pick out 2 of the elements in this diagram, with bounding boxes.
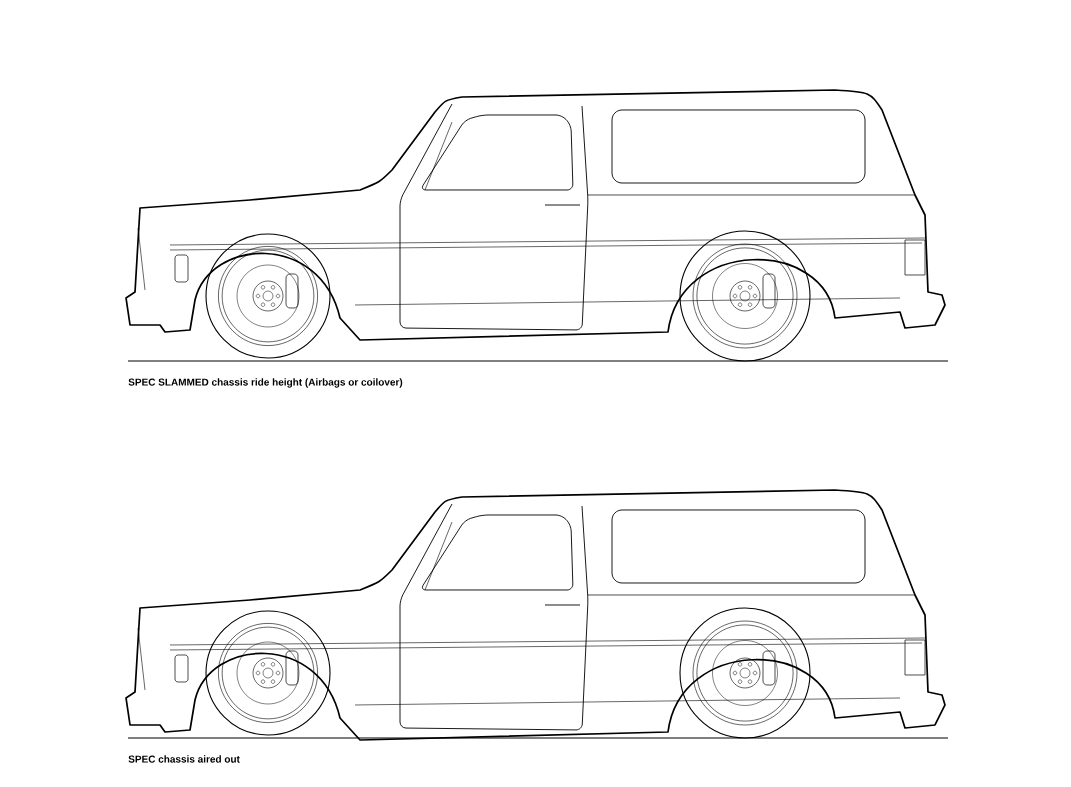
caption: SPEC chassis aired out — [128, 755, 240, 763]
caption: SPEC SLAMMED chassis ride height (Airbags or coilover) — [128, 378, 403, 388]
